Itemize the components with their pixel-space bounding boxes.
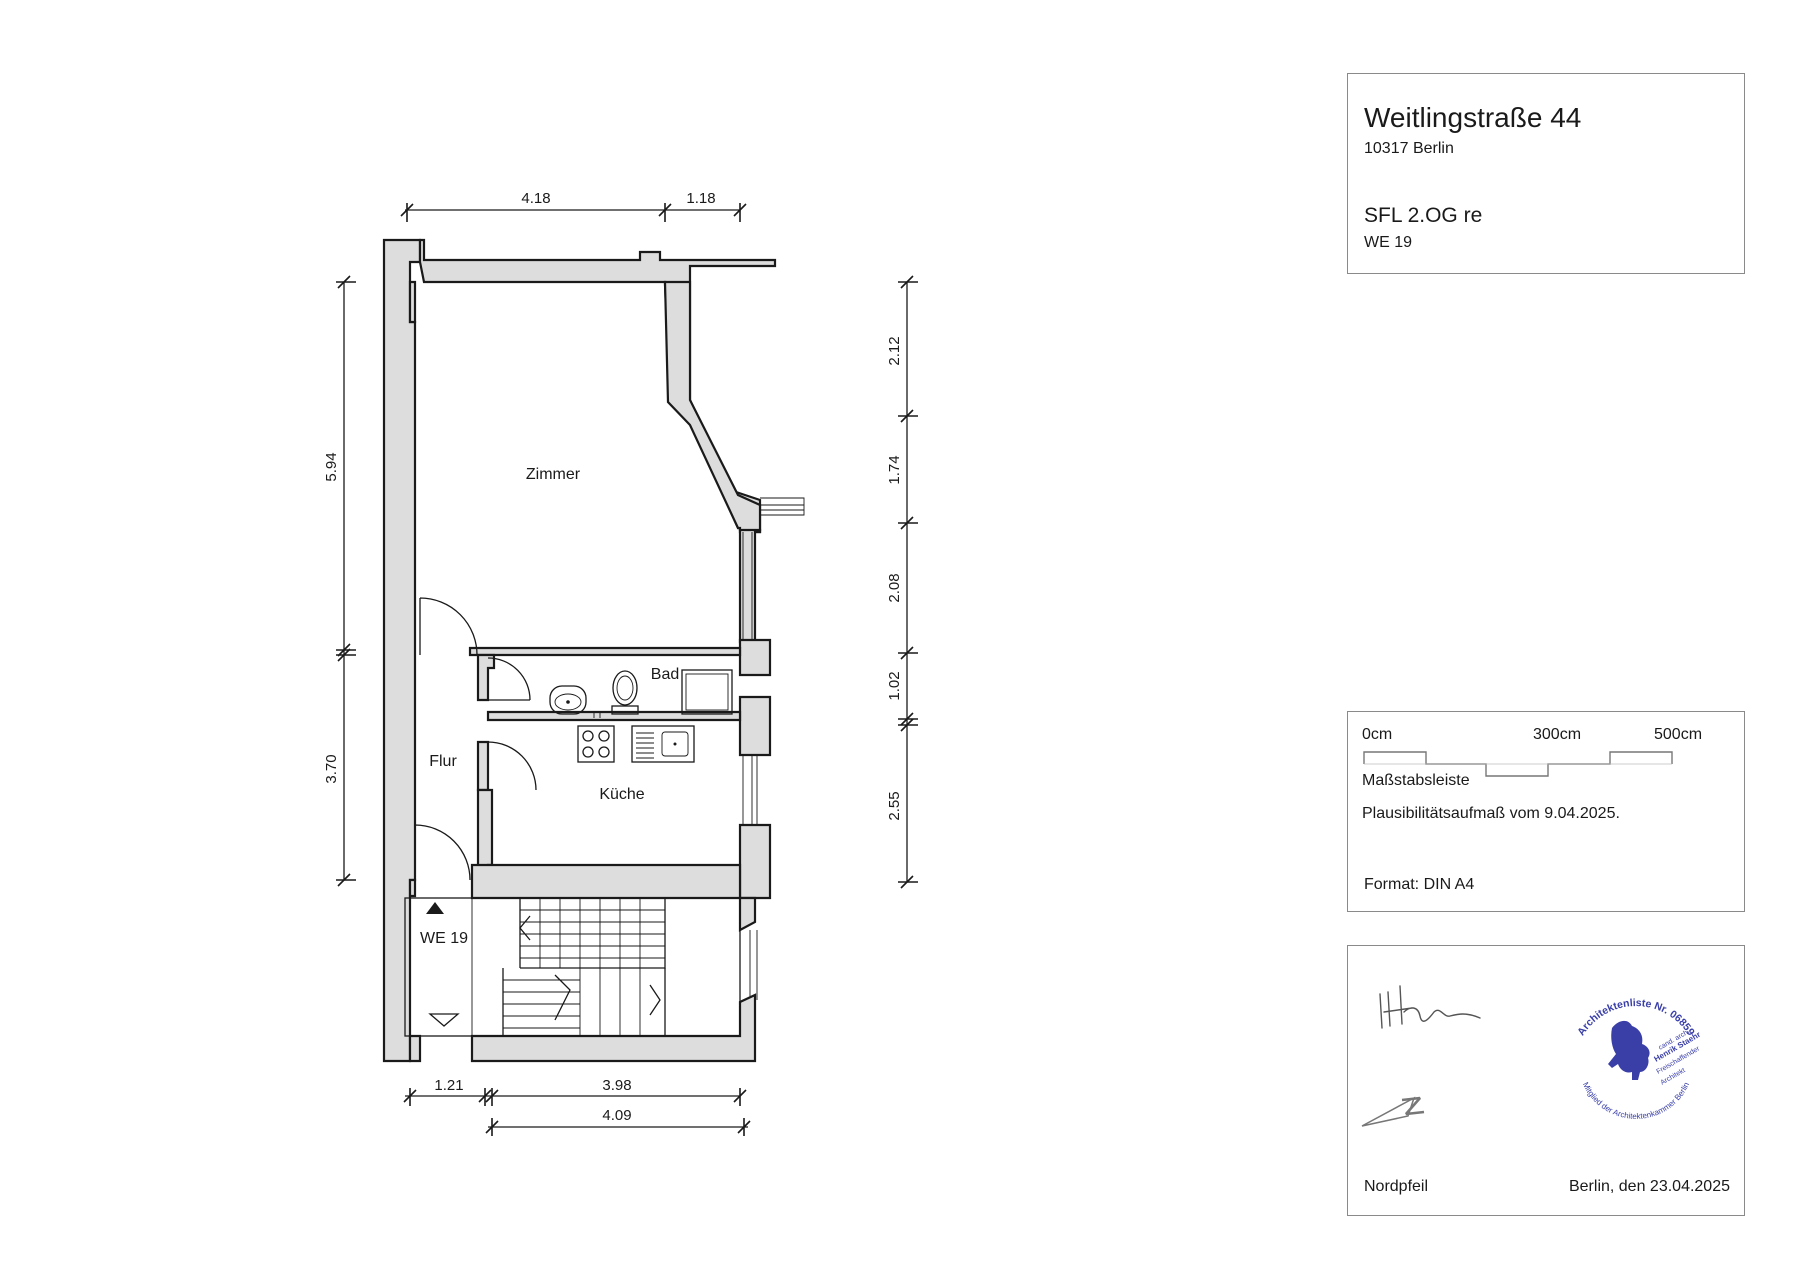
scale-tick-0: 0cm: [1362, 726, 1393, 743]
wall-right-pier-2: [738, 695, 772, 757]
wall-left: [382, 238, 422, 1063]
toilet-icon: [612, 670, 638, 706]
place-date: Berlin, den 23.04.2025: [1568, 1178, 1730, 1195]
scale-tick-300: 300cm: [1533, 726, 1582, 743]
dim-bottom-1: 1.21: [434, 1077, 463, 1094]
unit-label: WE 19: [1364, 234, 1413, 251]
wall-top-left-corner: [408, 280, 417, 324]
title-block: Weitlingstraße 44 10317 Berlin SFL 2.OG …: [1347, 73, 1745, 274]
balcony-rail: [760, 497, 805, 516]
svg-text:Mitglied der Architektenkammer: Mitglied der Architektenkammer Berlin: [1581, 1081, 1691, 1121]
city-line: 10317 Berlin: [1364, 140, 1454, 157]
scale-block: 0cm 300cm 500cm Maßstabsleiste Plausibil…: [1347, 711, 1745, 912]
north-arrow-icon: [1361, 1096, 1425, 1127]
label-kueche: Küche: [599, 786, 644, 803]
label-unit: WE 19: [420, 930, 468, 947]
dim-bottom-3: 4.09: [602, 1107, 631, 1124]
door-zimmer-icon: [419, 597, 478, 656]
entry-arrow-up-icon: [426, 902, 444, 914]
shower-icon: [681, 669, 733, 715]
dim-right-4: 1.02: [886, 671, 903, 700]
label-flur: Flur: [429, 753, 457, 770]
window-right-2: [742, 755, 758, 825]
dimension-lines: 4.18 1.18 5.94 3.70 2.12 1.74 2.08 1.02 …: [323, 190, 918, 1136]
dim-top-left: 4.18: [521, 190, 550, 207]
door-kueche-icon: [487, 741, 537, 791]
wall-flur-right-lower: [476, 740, 490, 792]
bath-fixtures: [549, 669, 733, 718]
plan-label: SFL 2.OG re: [1364, 204, 1483, 227]
dim-right-5: 2.55: [886, 791, 903, 820]
wall-flur-right: [476, 653, 496, 702]
signature-area: Architektenliste Nr. 06859 Mitglied der …: [1361, 985, 1702, 1127]
label-bad: Bad: [651, 666, 679, 683]
signature-block: Architektenliste Nr. 06859 Mitglied der …: [1347, 945, 1745, 1216]
scale-tick-500: 500cm: [1654, 726, 1703, 743]
dim-top-right: 1.18: [686, 190, 715, 207]
wall-bad-kueche: [486, 710, 742, 722]
scale-label: Maßstabsleiste: [1362, 772, 1470, 789]
wall-stair-right: [738, 896, 757, 932]
entry-arrow-down-icon: [428, 1013, 460, 1027]
survey-note: Plausibilitätsaufmaß vom 9.04.2025.: [1362, 805, 1620, 822]
dim-bottom-2: 3.98: [602, 1077, 631, 1094]
stove-icon: [577, 725, 615, 763]
label-zimmer: Zimmer: [526, 466, 581, 483]
sink-icon: [631, 725, 695, 763]
wall-kueche-bottom: [470, 863, 742, 900]
stamp-icon: Architektenliste Nr. 06859 Mitglied der …: [1575, 997, 1702, 1121]
bear-icon: [1608, 1020, 1650, 1080]
wall-right-pier-1: [738, 638, 772, 677]
doors: [414, 597, 537, 881]
street-title: Weitlingstraße 44: [1364, 102, 1582, 133]
format-label: Format: DIN A4: [1364, 876, 1475, 893]
washbasin-icon: [549, 685, 587, 715]
door-bad-icon: [487, 657, 531, 701]
staircase: [404, 897, 741, 1037]
door-entry-icon: [414, 824, 471, 881]
dim-right-1: 2.12: [886, 336, 903, 365]
dim-right-3: 2.08: [886, 573, 903, 602]
stairwell-outline: [404, 897, 741, 1037]
window-right-3: [749, 930, 758, 1000]
wall-zimmer-bottom: [468, 646, 742, 657]
toilet-tank: [611, 705, 639, 715]
wall-stair-bottom-left: [408, 1034, 422, 1063]
dim-left-lower: 3.70: [323, 754, 340, 783]
dim-left-upper: 5.94: [323, 452, 340, 481]
window-right-1: [742, 532, 756, 640]
north-label: Nordpfeil: [1364, 1178, 1429, 1195]
scale-bar: [1363, 751, 1673, 777]
walls: [382, 238, 805, 1063]
signature-icon: [1379, 985, 1481, 1029]
kitchen-fixtures: [577, 725, 695, 763]
wall-flur-left-lower: [408, 878, 417, 898]
wall-right-pier-3: [738, 823, 772, 900]
dim-right-2: 1.74: [886, 455, 903, 484]
stamp-bottom-text: Mitglied der Architektenkammer Berlin: [1581, 1081, 1691, 1121]
room-labels: Zimmer Bad Flur Küche WE 19: [420, 466, 679, 947]
